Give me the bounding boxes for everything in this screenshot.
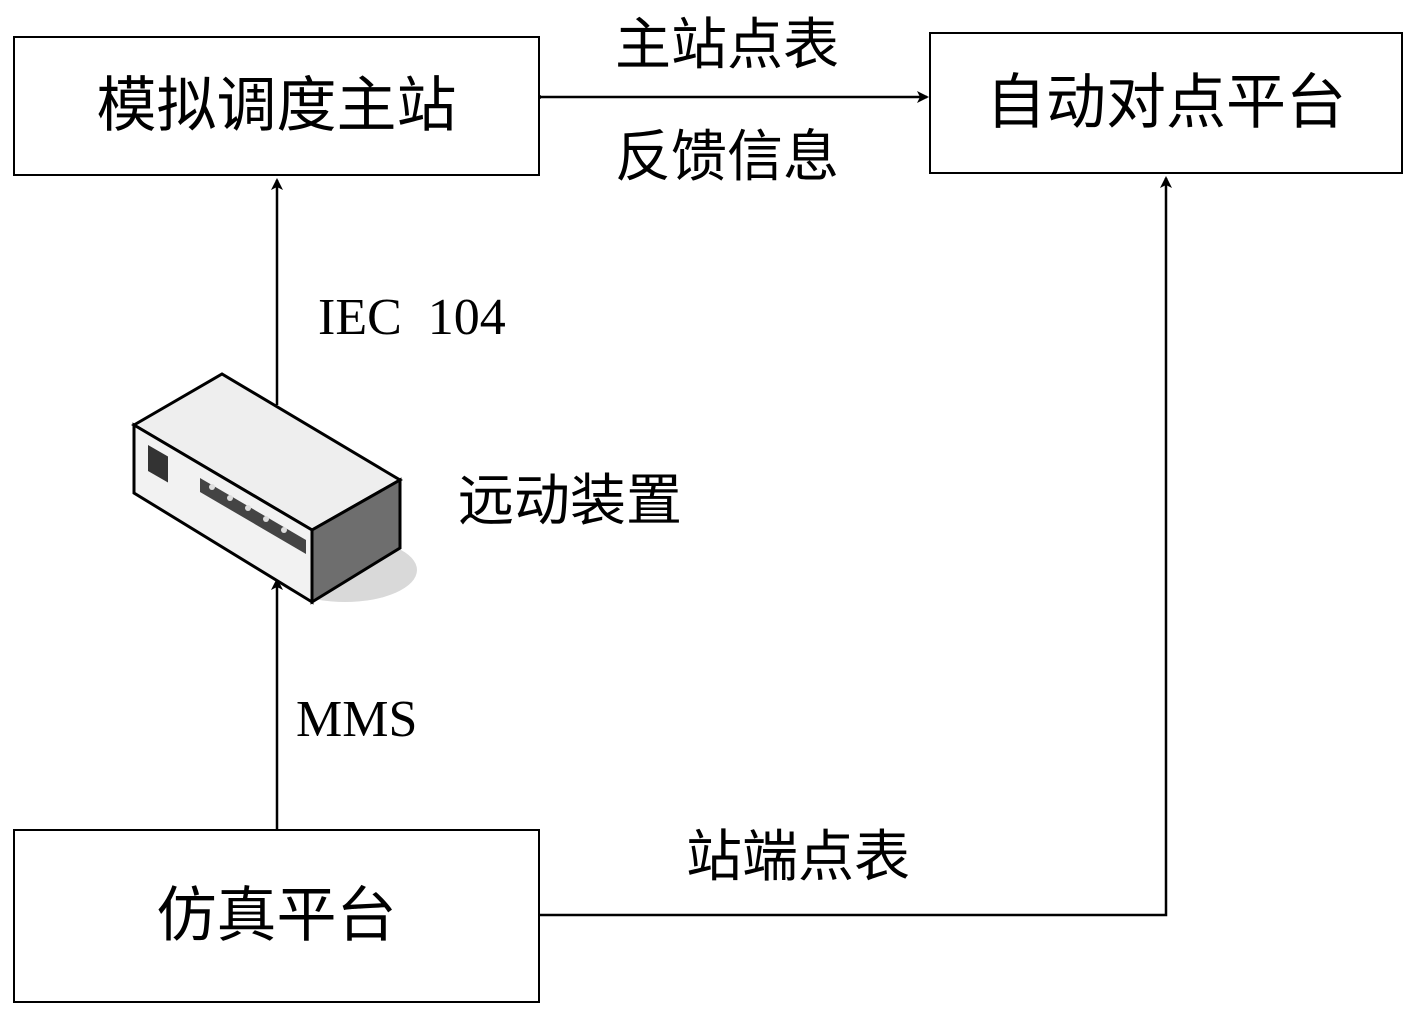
device-port-led — [227, 495, 233, 501]
device-port-led — [209, 484, 215, 490]
arrow-simulation-to-autopoint — [540, 176, 1172, 917]
auto-point-platform-node: 自动对点平台 — [929, 32, 1403, 174]
iec-104-label: IEC 104 — [318, 289, 506, 346]
device-port-strip — [200, 478, 306, 554]
feedback-info-label: 反馈信息 — [615, 125, 839, 190]
dispatch-master-label: 模拟调度主站 — [96, 71, 457, 141]
master-point-table-label: 主站点表 — [615, 13, 839, 78]
rtu-device-label: 远动装置 — [458, 469, 682, 534]
device-port-led — [245, 505, 251, 511]
device-power-port — [148, 445, 168, 483]
dispatch-master-node: 模拟调度主站 — [13, 36, 540, 176]
mms-label: MMS — [296, 691, 418, 748]
auto-point-platform-label: 自动对点平台 — [986, 68, 1346, 138]
station-point-table-label: 站端点表 — [686, 825, 910, 890]
device-side-face — [310, 477, 402, 605]
device-port-led — [263, 516, 269, 522]
simulation-platform-node: 仿真平台 — [13, 829, 540, 1003]
simulation-platform-label: 仿真平台 — [156, 881, 397, 951]
rtu-device-icon — [131, 372, 417, 605]
device-port-led — [281, 527, 287, 533]
